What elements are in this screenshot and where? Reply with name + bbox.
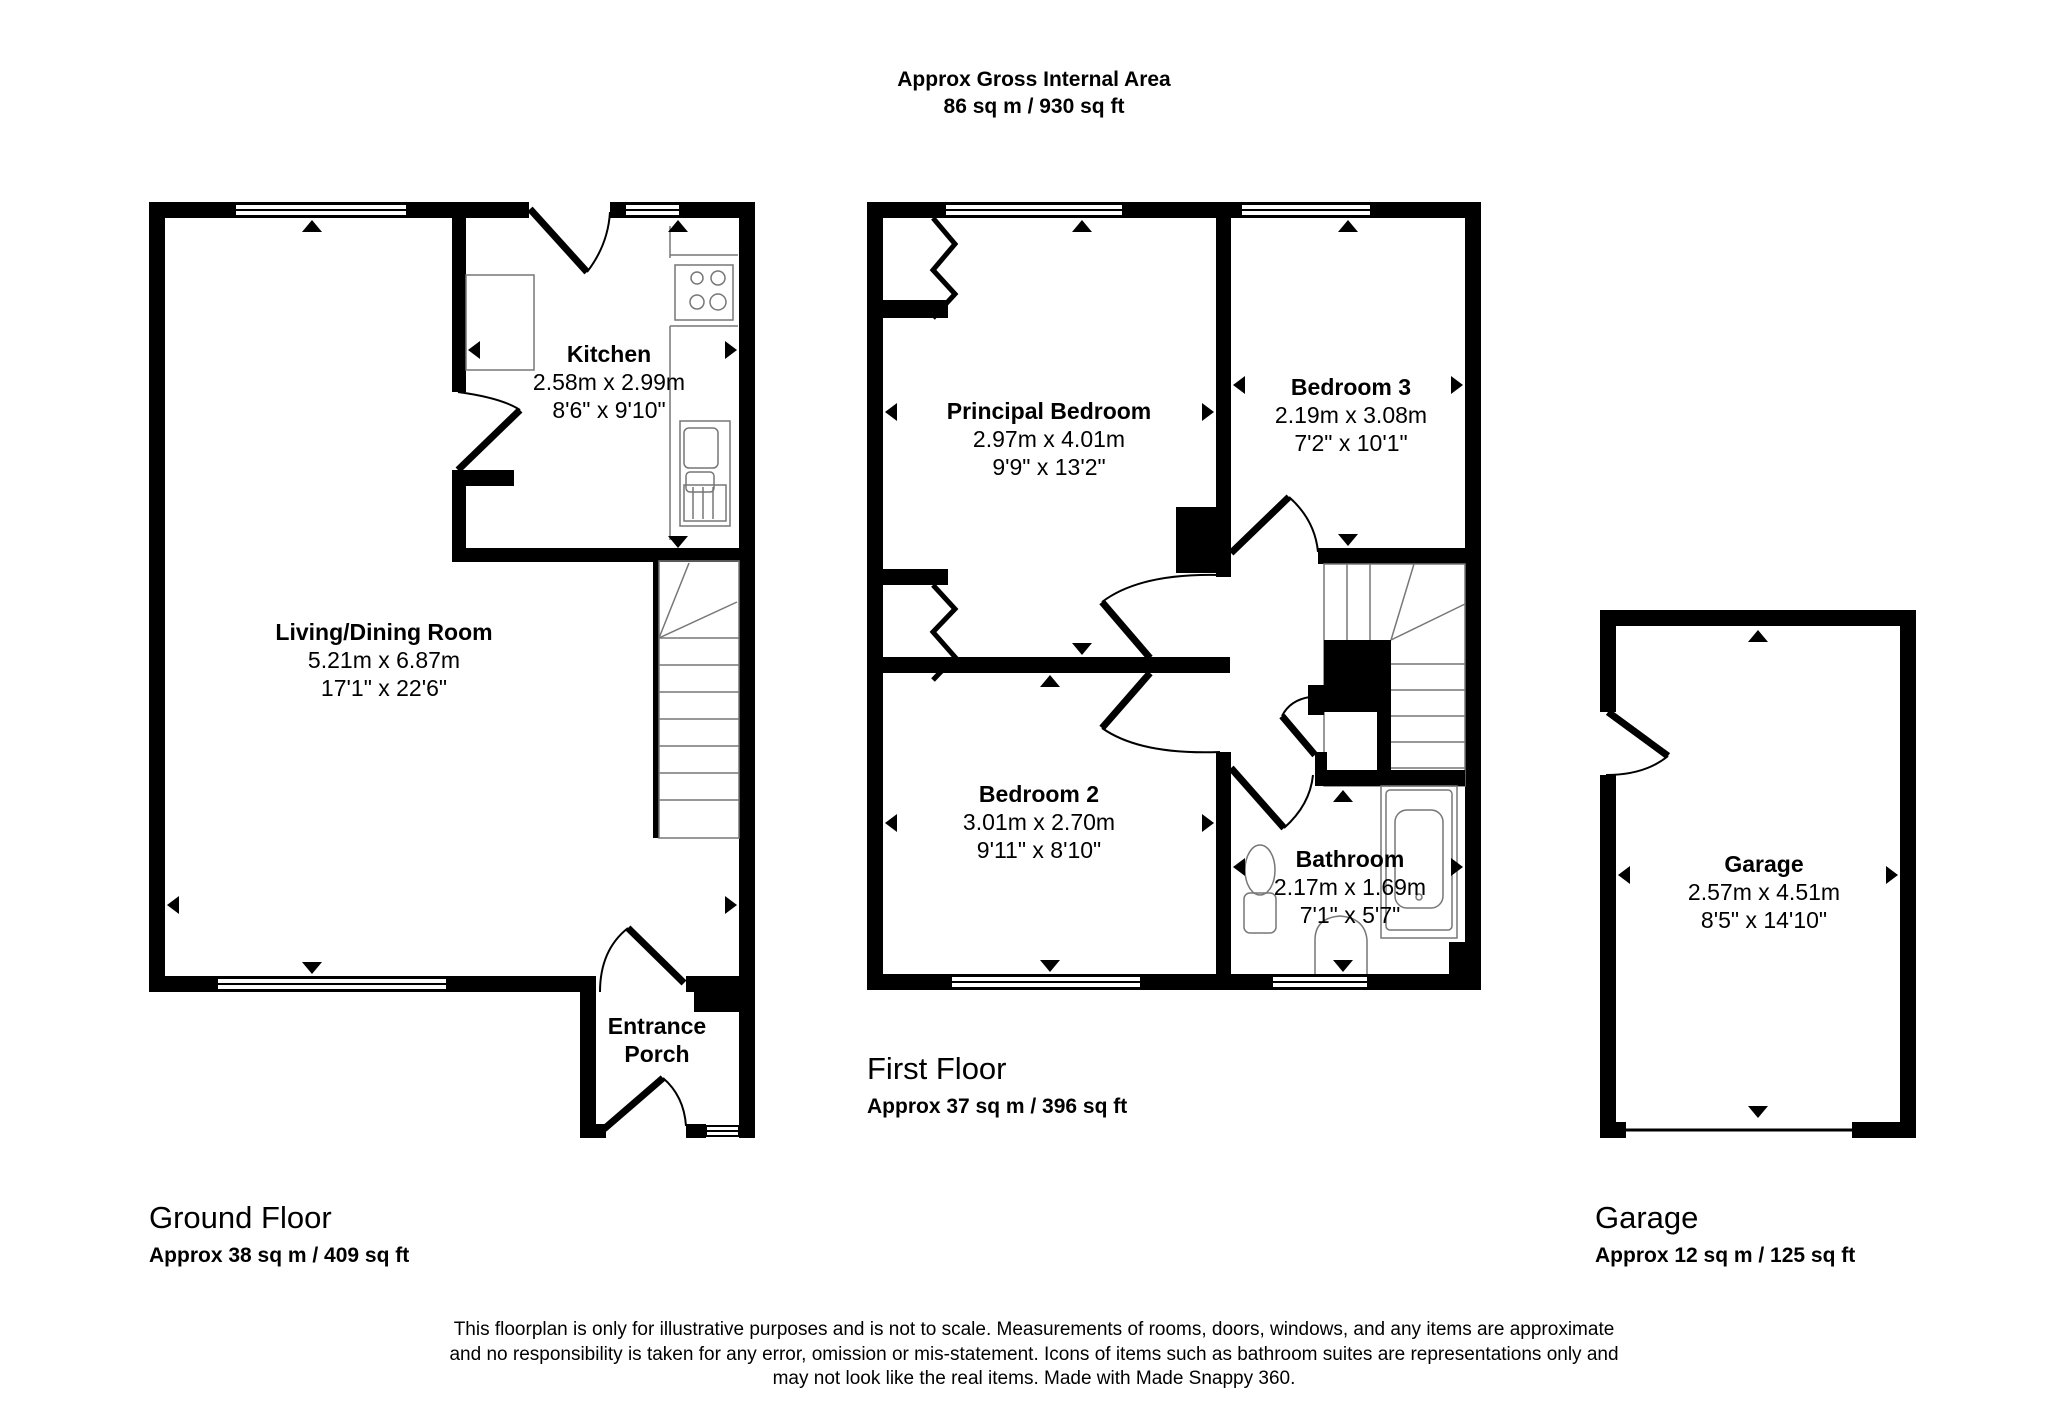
room-name: Principal Bedroom — [946, 398, 1152, 424]
disclaimer-line-2: and no responsibility is taken for any e… — [449, 1343, 1619, 1365]
garage-caption: Garage Approx 12 sq m / 125 sq ft — [1595, 1200, 1855, 1268]
first-floor-plan — [867, 202, 1481, 990]
room-name-line2: Porch — [624, 1041, 690, 1068]
room-metric: 2.58m x 2.99m — [532, 369, 686, 396]
room-imperial: 8'5" x 14'10" — [1700, 907, 1828, 934]
room-name: Bedroom 3 — [1290, 374, 1412, 400]
garage-plan — [1600, 610, 1916, 1138]
disclaimer-line-1: This floorplan is only for illustrative … — [453, 1319, 1615, 1340]
ground-floor-caption: Ground Floor Approx 38 sq m / 409 sq ft — [149, 1200, 409, 1268]
room-metric: 2.97m x 4.01m — [972, 426, 1126, 453]
disclaimer-line-3: may not look like the real items. Made w… — [772, 1368, 1296, 1390]
room-imperial: 9'9" x 13'2" — [992, 454, 1106, 481]
room-imperial: 7'1" x 5'7" — [1299, 902, 1401, 929]
room-metric: 3.01m x 2.70m — [962, 809, 1116, 836]
floor-name: Garage — [1595, 1200, 1699, 1235]
first-floor-caption: First Floor Approx 37 sq m / 396 sq ft — [867, 1051, 1127, 1119]
floor-area: Approx 37 sq m / 396 sq ft — [867, 1095, 1128, 1118]
room-principal-bedroom: Principal Bedroom 2.97m x 4.01m 9'9" x 1… — [947, 397, 1151, 481]
room-imperial: 17'1" x 22'6" — [320, 675, 448, 702]
room-metric: 2.19m x 3.08m — [1274, 402, 1428, 429]
room-living-dining: Living/Dining Room 5.21m x 6.87m 17'1" x… — [275, 618, 492, 702]
disclaimer: This floorplan is only for illustrative … — [364, 1318, 1704, 1392]
floor-area: Approx 38 sq m / 409 sq ft — [149, 1244, 410, 1267]
room-name: Living/Dining Room — [275, 619, 493, 645]
floor-area: Approx 12 sq m / 125 sq ft — [1595, 1244, 1856, 1267]
room-name: Bedroom 2 — [978, 781, 1100, 807]
room-bedroom-2: Bedroom 2 3.01m x 2.70m 9'11" x 8'10" — [963, 780, 1115, 864]
room-garage: Garage 2.57m x 4.51m 8'5" x 14'10" — [1688, 850, 1840, 934]
room-name: Garage — [1724, 851, 1804, 877]
room-kitchen: Kitchen 2.58m x 2.99m 8'6" x 9'10" — [533, 340, 685, 424]
room-bedroom-3: Bedroom 3 2.19m x 3.08m 7'2" x 10'1" — [1275, 373, 1427, 457]
gross-area-title: Approx Gross Internal Area — [897, 68, 1171, 91]
gross-area-header: Approx Gross Internal Area 86 sq m / 930… — [884, 66, 1184, 121]
ground-floor-plan — [149, 202, 755, 1138]
floor-name: Ground Floor — [149, 1200, 332, 1235]
floor-name: First Floor — [867, 1051, 1007, 1086]
gross-area-value: 86 sq m / 930 sq ft — [943, 95, 1125, 119]
room-metric: 2.57m x 4.51m — [1687, 879, 1841, 906]
room-name: Kitchen — [566, 341, 652, 367]
room-name: Bathroom — [1295, 846, 1405, 872]
room-metric: 2.17m x 1.69m — [1273, 874, 1427, 901]
room-metric: 5.21m x 6.87m — [307, 647, 461, 674]
room-name-line1: Entrance — [607, 1013, 707, 1039]
room-entrance-porch: Entrance Porch — [608, 1012, 706, 1068]
room-bathroom: Bathroom 2.17m x 1.69m 7'1" x 5'7" — [1274, 845, 1426, 929]
room-imperial: 9'11" x 8'10" — [976, 837, 1102, 864]
room-imperial: 8'6" x 9'10" — [552, 397, 666, 424]
room-imperial: 7'2" x 10'1" — [1294, 430, 1408, 457]
